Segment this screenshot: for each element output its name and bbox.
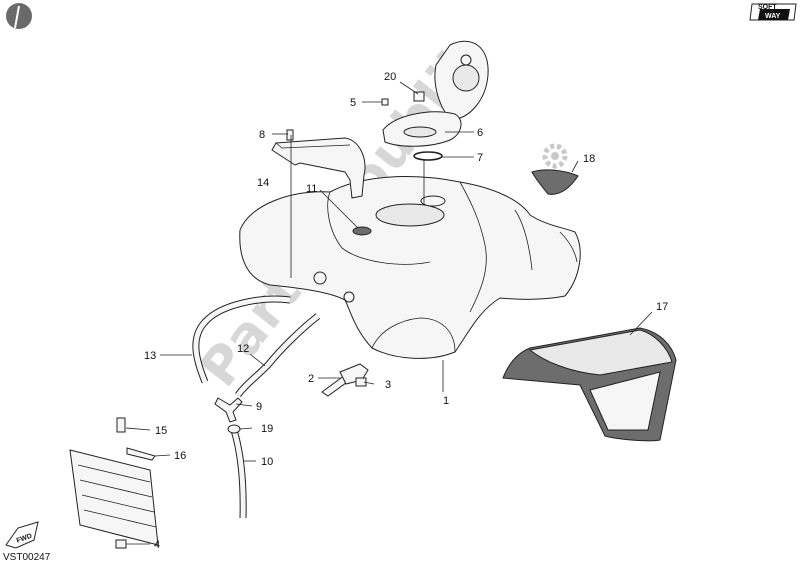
bracket-bolt bbox=[286, 129, 294, 141]
callout-12: 12 bbox=[237, 343, 249, 355]
mount-bolt bbox=[116, 417, 126, 433]
badge-text-bottom: WAY bbox=[765, 13, 781, 20]
callout-2: 2 bbox=[308, 373, 314, 385]
fwd-arrow-icon: FWD bbox=[5, 521, 39, 549]
callout-19: 19 bbox=[261, 423, 273, 435]
callout-6: 6 bbox=[477, 127, 483, 139]
callout-14: 14 bbox=[257, 177, 269, 189]
callout-8: 8 bbox=[259, 129, 265, 141]
callout-16: 16 bbox=[174, 450, 186, 462]
grille-nut bbox=[115, 539, 127, 549]
callout-10: 10 bbox=[261, 456, 273, 468]
callout-20: 20 bbox=[384, 71, 396, 83]
diagram-code: VST00247 bbox=[3, 552, 51, 563]
filler-cap bbox=[382, 40, 489, 147]
callout-5: 5 bbox=[350, 97, 356, 109]
t-fitting bbox=[214, 397, 243, 423]
o-ring bbox=[413, 151, 443, 161]
callout-13: 13 bbox=[144, 350, 156, 362]
badge-text-top: SOFT bbox=[758, 4, 777, 11]
callout-11: 11 bbox=[306, 183, 317, 195]
radiator-grille bbox=[69, 449, 159, 546]
tank-cover-seat bbox=[502, 327, 677, 442]
softway-badge: SOFT WAY bbox=[749, 3, 797, 21]
cap-nut bbox=[413, 91, 425, 102]
callout-15: 15 bbox=[155, 425, 167, 437]
callout-17: 17 bbox=[656, 301, 668, 313]
callout-18: 18 bbox=[583, 153, 595, 165]
tank-bracket bbox=[271, 137, 366, 199]
callout-7: 7 bbox=[477, 152, 483, 164]
callout-3: 3 bbox=[385, 379, 391, 391]
tank-fitting bbox=[313, 271, 355, 303]
callout-4: 4 bbox=[154, 539, 160, 551]
watermark-gear-icon bbox=[542, 143, 568, 169]
callout-9: 9 bbox=[256, 401, 262, 413]
section-tab-icon bbox=[6, 3, 32, 29]
callout-1: 1 bbox=[443, 395, 449, 407]
hose-clamp bbox=[227, 424, 241, 434]
leader-lines bbox=[125, 81, 653, 545]
mount-bracket bbox=[126, 447, 156, 461]
level-sensor bbox=[321, 363, 369, 397]
side-cover bbox=[531, 169, 579, 195]
cap-screw bbox=[381, 98, 389, 106]
callout-labels: 20 5 8 6 7 18 14 11 17 13 12 2 3 1 9 15 … bbox=[144, 71, 668, 551]
